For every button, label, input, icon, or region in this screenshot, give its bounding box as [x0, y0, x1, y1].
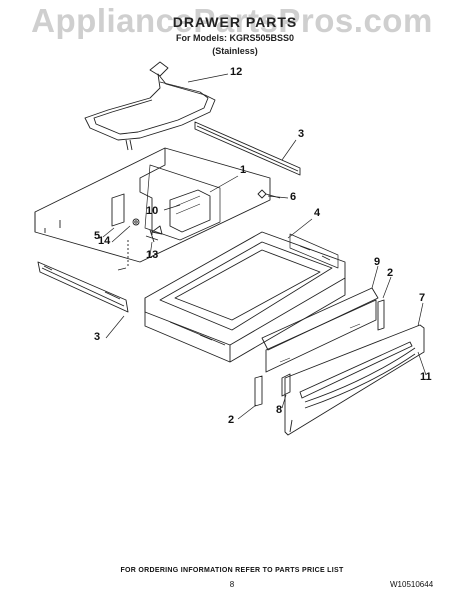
ordering-note: FOR ORDERING INFORMATION REFER TO PARTS …	[120, 567, 344, 574]
models-line: For Models: KGRS505BSS0	[175, 33, 295, 43]
callout-1: 1	[240, 164, 247, 176]
callout-14: 14	[98, 235, 111, 247]
callout-8: 8	[276, 404, 283, 416]
page-number: 8	[229, 580, 235, 589]
document-number: W10510644	[390, 580, 434, 589]
callout-7: 7	[419, 292, 426, 304]
callout-3-upper: 3	[298, 128, 305, 140]
callout-10: 10	[146, 205, 159, 217]
watermark: AppliancePartsPros.com	[31, 2, 433, 39]
page-title: DRAWER PARTS	[172, 14, 298, 30]
rail-lower	[37, 261, 129, 313]
drawer-housing	[34, 147, 271, 271]
callout-4: 4	[314, 207, 321, 219]
inner-panel	[261, 287, 379, 373]
drawer-front	[284, 324, 425, 436]
drawer-tub	[144, 231, 346, 363]
callout-2-right: 2	[387, 267, 394, 279]
leader-lines	[102, 73, 427, 420]
callout-12: 12	[230, 66, 243, 78]
callout-5: 5	[94, 230, 101, 242]
clip	[281, 373, 291, 397]
rail-upper	[194, 121, 301, 176]
brackets	[254, 299, 385, 407]
callout-3-lower: 3	[94, 331, 101, 343]
callout-13: 13	[146, 249, 159, 261]
callout-6: 6	[290, 191, 297, 203]
heater-element	[84, 61, 216, 151]
callout-9: 9	[374, 256, 381, 268]
finish-line: (Stainless)	[212, 46, 258, 56]
callout-2-left: 2	[228, 414, 235, 426]
callout-11: 11	[420, 371, 432, 383]
fasteners	[132, 189, 281, 243]
